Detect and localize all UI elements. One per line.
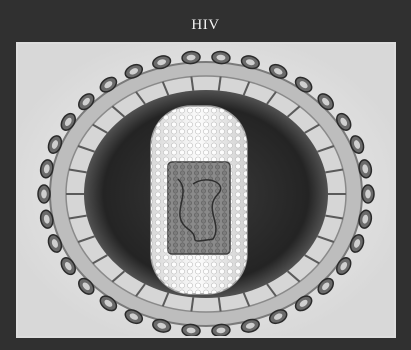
glycoprotein-knob-center <box>41 190 47 199</box>
glycoprotein-knob-center <box>365 190 371 199</box>
hiv-virion-graphic <box>18 44 394 336</box>
hiv-illustration <box>16 42 396 338</box>
capsid <box>151 106 247 294</box>
figure-title: HIV <box>10 8 401 42</box>
